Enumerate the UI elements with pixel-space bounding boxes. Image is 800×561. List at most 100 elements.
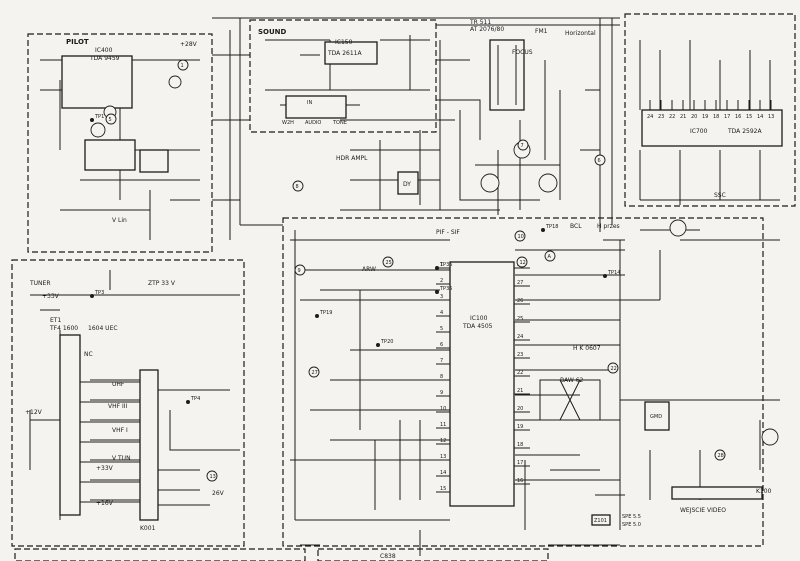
tuner-zener: ZTP 33 V — [148, 280, 176, 287]
pilot-crystal — [139, 149, 169, 173]
dy-label: DY — [403, 181, 411, 188]
ic100-pin-label: 23 — [517, 352, 523, 358]
tuner-v16: +16V — [96, 500, 114, 507]
video-diode: BAW 62 — [560, 377, 584, 384]
ic100-pin-label: 20 — [517, 406, 523, 412]
ic700-pin-label: 22 — [669, 114, 675, 120]
sound-output-connector — [285, 95, 347, 119]
hdr-amp-label: HDR AMPL — [336, 155, 368, 162]
tuner-vhf1: VHF I — [112, 427, 128, 434]
ic100-pin-label: 3 — [440, 294, 443, 300]
ic100-pin-label: 15 — [440, 486, 446, 492]
test-point-label: TP35 — [439, 286, 452, 292]
ic100-pin-label: 13 — [440, 454, 446, 460]
gmd-label: GMD — [650, 414, 662, 420]
tuner-k001: K001 — [140, 525, 156, 532]
spe-50: SPE 5.0 — [622, 522, 641, 528]
ic700-pin-label: 17 — [724, 114, 730, 120]
ic700-pin-label: 24 — [647, 114, 653, 120]
ic700-pin-label: 14 — [757, 114, 763, 120]
net-marker — [607, 362, 619, 374]
sound-in: IN — [307, 100, 312, 106]
ic100-pin-label: 22 — [517, 370, 523, 376]
test-point-dot — [603, 274, 607, 278]
ic100-pin-label: 17 — [517, 460, 523, 466]
tuner-ref: ET1 — [50, 317, 61, 324]
ic400-ref: IC400 — [95, 47, 113, 54]
net-marker — [594, 154, 606, 166]
test-point-label: TP1 — [94, 114, 104, 120]
z101-label: Z101 — [594, 518, 607, 524]
pilot-vlin: V Lin — [112, 217, 127, 224]
ic100-pin-label: 2 — [440, 278, 443, 284]
net-marker-label: 27 — [312, 370, 318, 376]
net-marker-label: 13 — [210, 474, 216, 480]
tuner-part: TF4 1600 — [49, 325, 78, 332]
spe-55: SPE 5.5 — [622, 514, 641, 520]
net-marker-label: 10 — [518, 234, 524, 240]
net-marker — [544, 250, 556, 262]
test-point-dot — [435, 290, 439, 294]
ic100-pin-label: 7 — [440, 358, 443, 364]
test-point-dot — [315, 314, 319, 318]
ic100-pin-label: 6 — [440, 342, 443, 348]
net-marker-label: 7 — [521, 143, 524, 149]
ic700-pin-label: 20 — [691, 114, 697, 120]
ic100-pins-right: 28272625242322212019181716 — [514, 262, 530, 485]
ic100-pin-label: 18 — [517, 442, 523, 448]
net-marker-label: 6 — [598, 158, 601, 164]
ic100-pin-label: 1 — [440, 262, 443, 268]
sound-title: SOUND — [258, 28, 287, 36]
test-point-label: TP4 — [190, 396, 200, 402]
ic700-part: TDA 2592A — [727, 128, 762, 135]
horizontal-title: Horizontal — [565, 30, 596, 37]
ic700-pin-label: 19 — [702, 114, 708, 120]
tuner-nc: NC — [84, 351, 93, 358]
video-ref: K100 — [756, 488, 772, 495]
ic100-pin-label: 11 — [440, 422, 446, 428]
ic100-pin-label: 12 — [440, 438, 446, 444]
net-marker-label: 5 — [109, 117, 112, 123]
test-point-label: TP36 — [439, 262, 452, 268]
pif-sif-title: PIF - SIF — [436, 229, 460, 236]
transistors — [90, 75, 779, 446]
net-marker — [206, 470, 218, 482]
net-marker-label: 25 — [386, 260, 392, 266]
ic700-pin-label: 16 — [735, 114, 741, 120]
test-point-label: TP19 — [319, 310, 332, 316]
net-marker — [517, 139, 529, 151]
ic700: IC700 TDA 2592A — [641, 109, 783, 147]
net-marker — [294, 264, 306, 276]
ic150: IC150 TDA 2611A — [324, 39, 378, 65]
horizontal-transformer-ref: TR 511 — [469, 19, 491, 26]
ic700-ref: IC700 — [690, 128, 708, 135]
ic100-ref: IC100 — [470, 315, 488, 322]
net-marker-label: 22 — [611, 366, 617, 372]
video-title: WEJSCIE VIDEO — [680, 507, 726, 514]
test-point-dot — [90, 294, 94, 298]
net-marker — [308, 366, 320, 378]
tuner-pin-column — [80, 381, 140, 503]
net-marker-label: 28 — [718, 453, 724, 459]
bottom-label: C838 — [380, 553, 396, 560]
sound-block — [249, 19, 437, 133]
ic100-pin-label: 9 — [440, 390, 443, 396]
test-point-dot — [376, 343, 380, 347]
gmd-module — [644, 401, 670, 431]
pilot-sub-ic — [84, 139, 136, 171]
ic400-part: TDA 9459 — [89, 55, 120, 62]
net-marker — [516, 256, 528, 268]
net-marker — [382, 256, 394, 268]
test-point-label: TP18 — [545, 224, 558, 230]
ic100-pin-label: 19 — [517, 424, 523, 430]
test-point-dot — [90, 118, 94, 122]
test-point-label: TP20 — [380, 339, 393, 345]
sound-out-tone: TONE — [332, 120, 347, 126]
video-input: WEJSCIE VIDEO K100 BAW 62 GMD SPE 5.5 SP… — [560, 377, 772, 528]
